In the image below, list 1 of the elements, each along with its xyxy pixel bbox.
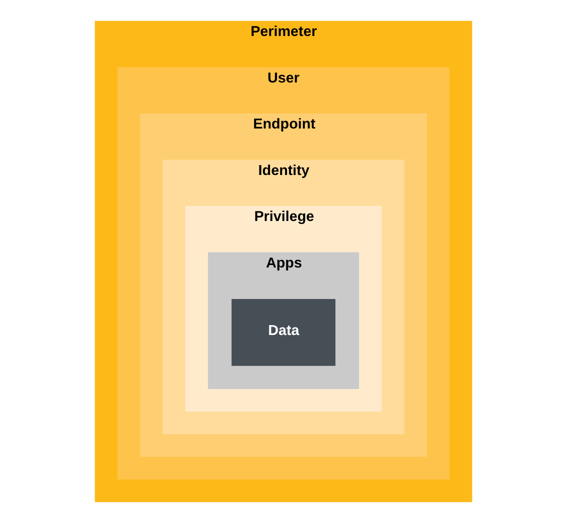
node-box: Data (232, 298, 336, 366)
